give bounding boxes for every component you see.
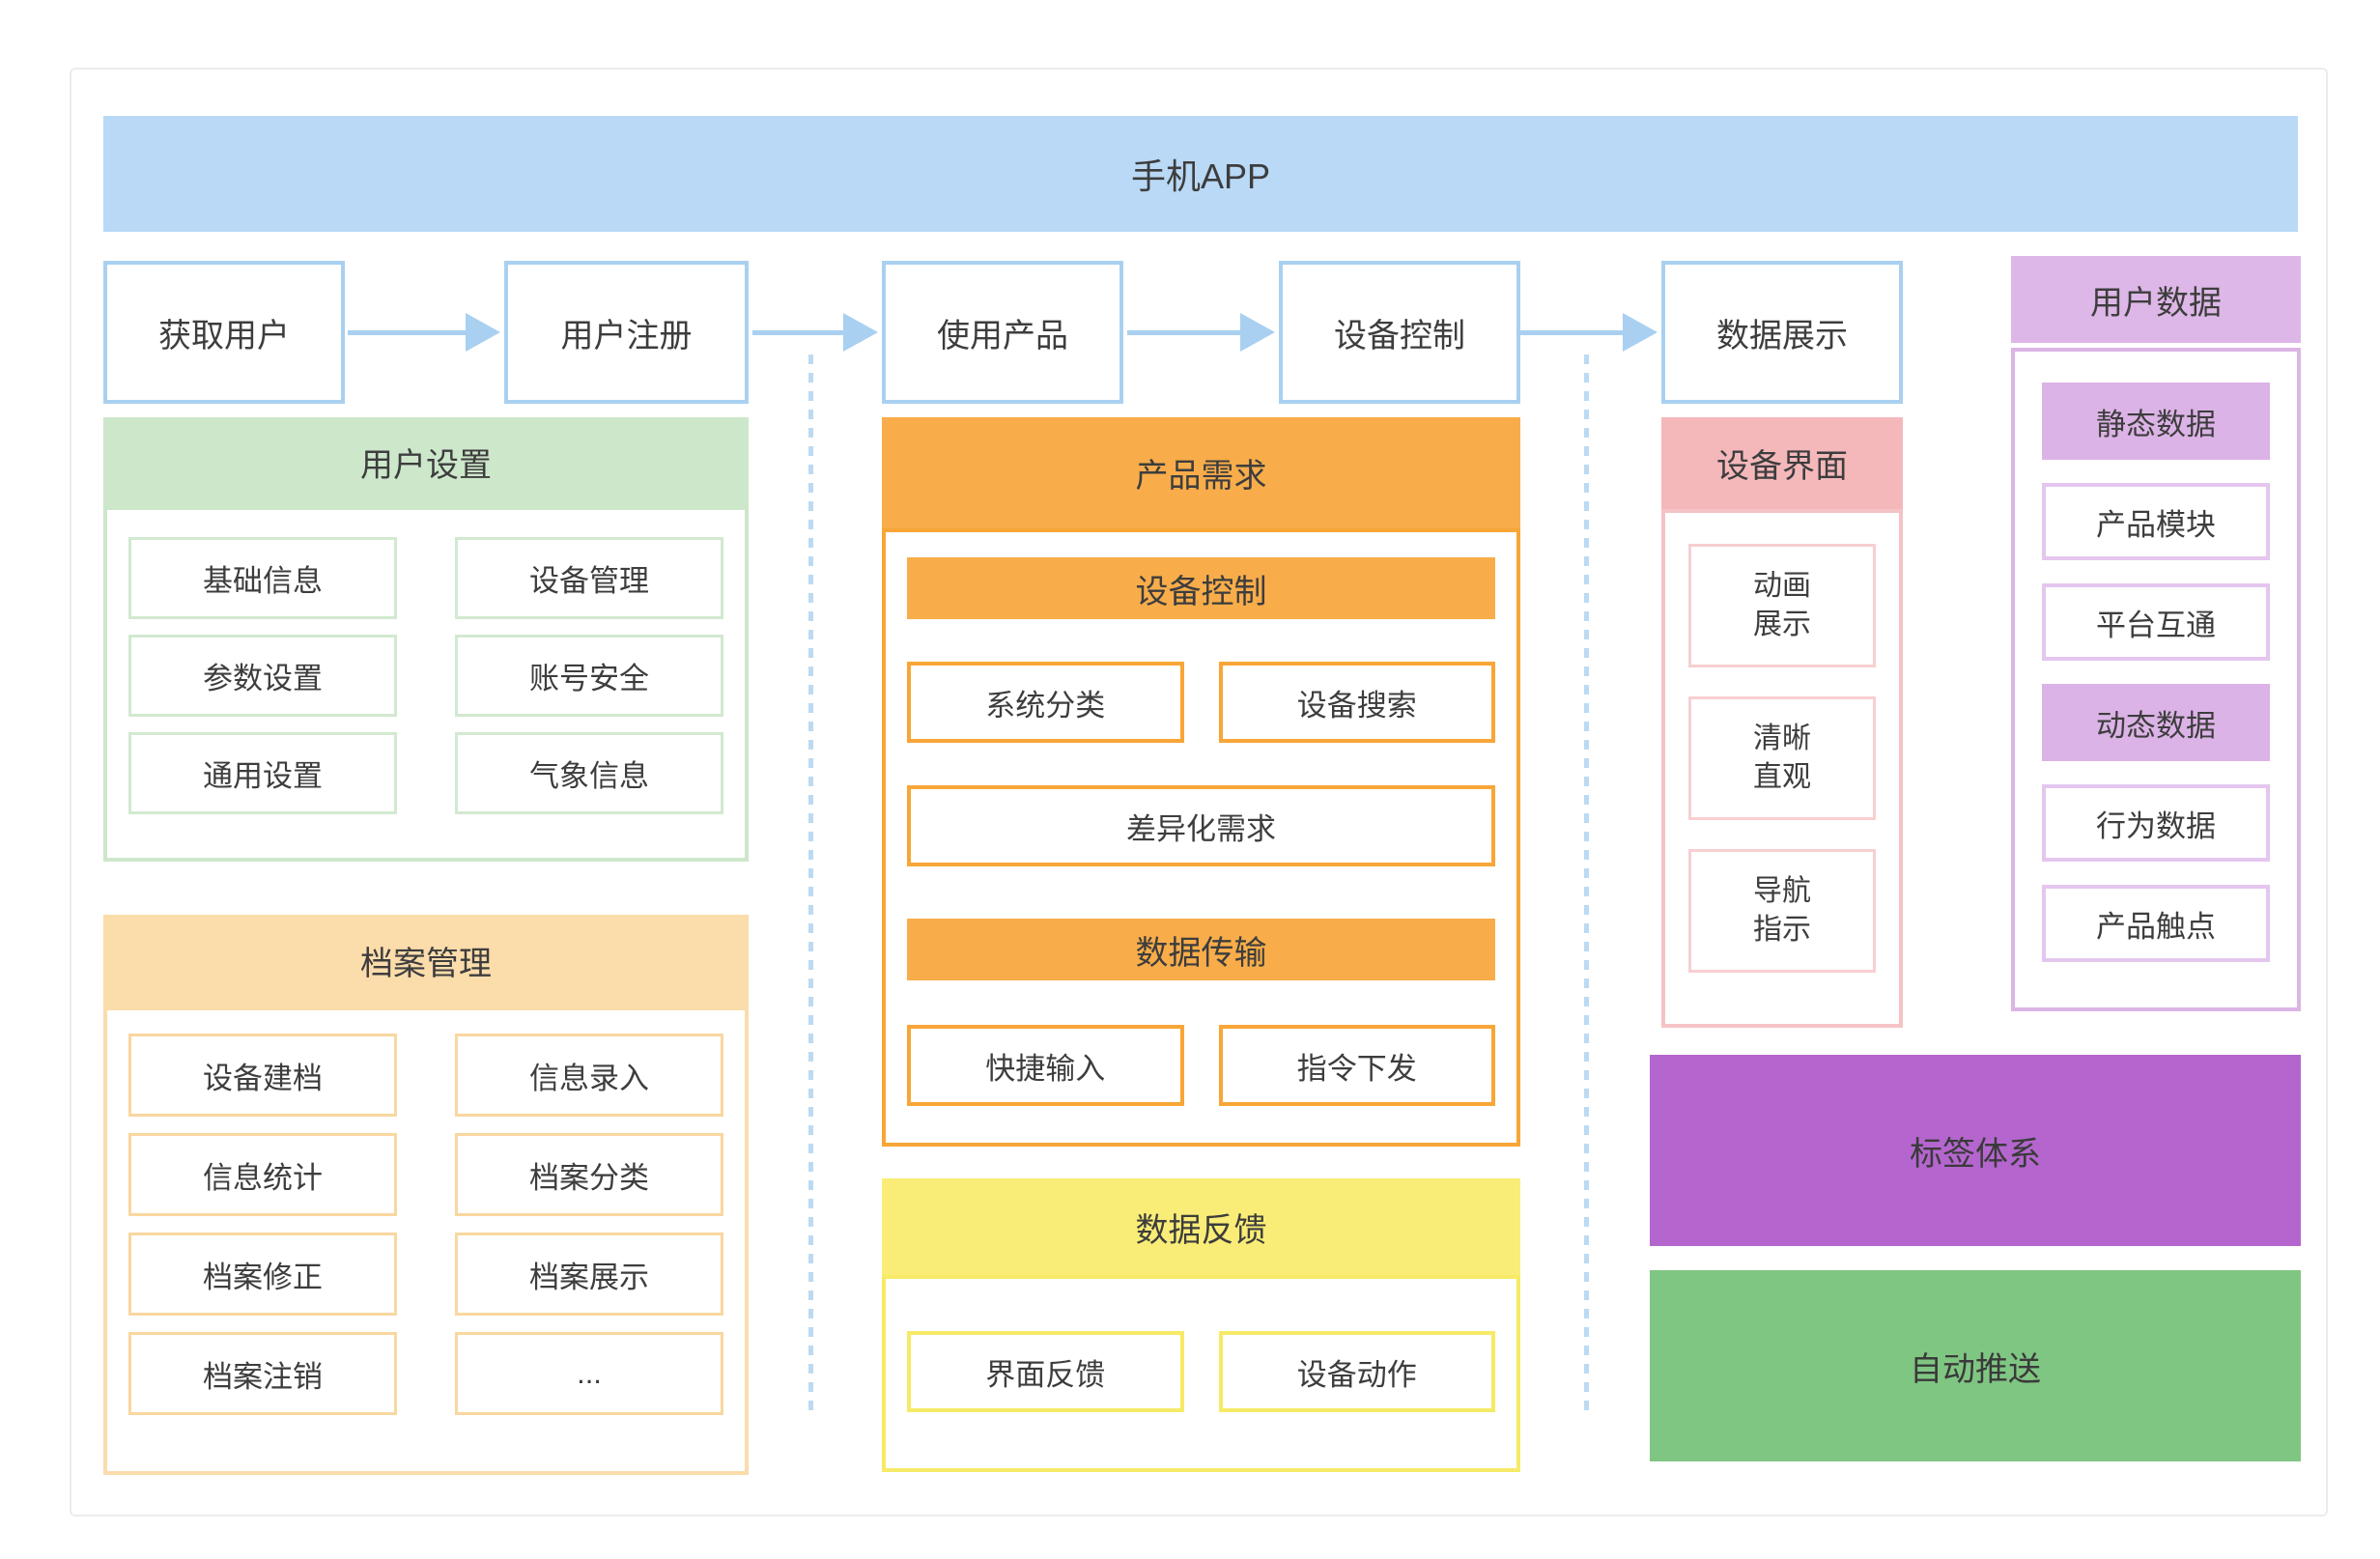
product-subheader-data-transfer: 数据传输 bbox=[907, 919, 1495, 980]
user-data-item: 行为数据 bbox=[2042, 784, 2270, 862]
flow-step-use-product: 使用产品 bbox=[882, 261, 1123, 404]
archive-item: 信息录入 bbox=[455, 1034, 723, 1117]
user-settings-item: 账号安全 bbox=[455, 635, 723, 717]
product-row: 快捷输入 指令下发 bbox=[907, 1025, 1495, 1106]
product-row: 系统分类 设备搜索 bbox=[907, 662, 1495, 743]
section-archive-body: 设备建档 信息录入 信息统计 档案分类 档案修正 档案展示 档案注销 ... bbox=[103, 1006, 749, 1475]
section-device-ui-header: 设备界面 bbox=[1661, 417, 1903, 509]
user-data-item: 平台互通 bbox=[2042, 583, 2270, 661]
product-item: 系统分类 bbox=[907, 662, 1184, 743]
archive-item: ... bbox=[455, 1332, 723, 1415]
flow-arrow-icon bbox=[1127, 312, 1275, 353]
archive-item: 档案展示 bbox=[455, 1233, 723, 1316]
archive-item: 档案修正 bbox=[128, 1233, 397, 1316]
feedback-item: 设备动作 bbox=[1218, 1331, 1495, 1412]
user-settings-item: 基础信息 bbox=[128, 537, 397, 619]
device-ui-item-line: 导航 bbox=[1753, 874, 1811, 907]
section-user-settings-header: 用户设置 bbox=[103, 417, 749, 506]
feedback-item: 界面反馈 bbox=[907, 1331, 1184, 1412]
user-settings-item: 通用设置 bbox=[128, 732, 397, 814]
feedback-row: 界面反馈 设备动作 bbox=[907, 1331, 1495, 1412]
auto-push-bar: 自动推送 bbox=[1650, 1270, 2301, 1461]
device-ui-item-line: 动画 bbox=[1753, 569, 1811, 602]
flow-step-acquire-user: 获取用户 bbox=[103, 261, 345, 404]
archive-item: 信息统计 bbox=[128, 1133, 397, 1216]
diagram-card: 手机APP 获取用户 用户注册 使用产品 设备控制 数据展示 用户设置 基础信息… bbox=[70, 68, 2328, 1516]
product-item: 指令下发 bbox=[1218, 1025, 1495, 1106]
section-product-body: 设备控制 系统分类 设备搜索 差异化需求 数据传输 快捷输入 指令下发 bbox=[882, 528, 1520, 1147]
product-item: 设备搜索 bbox=[1218, 662, 1495, 743]
tag-system-bar: 标签体系 bbox=[1650, 1055, 2301, 1246]
user-settings-item: 气象信息 bbox=[455, 732, 723, 814]
product-item-wide: 差异化需求 bbox=[907, 785, 1495, 866]
flow-arrow-icon bbox=[348, 312, 500, 353]
section-user-data-body: 静态数据 产品模块 平台互通 动态数据 行为数据 产品触点 bbox=[2011, 348, 2301, 1011]
section-product-header: 产品需求 bbox=[882, 417, 1520, 528]
archive-item: 档案注销 bbox=[128, 1332, 397, 1415]
product-row: 差异化需求 bbox=[907, 785, 1495, 866]
user-data-item-static: 静态数据 bbox=[2042, 383, 2270, 460]
section-feedback-body: 界面反馈 设备动作 bbox=[882, 1275, 1520, 1472]
flow-step-device-control: 设备控制 bbox=[1279, 261, 1520, 404]
section-device-ui-body: 动画 展示 清晰 直观 导航 指示 bbox=[1661, 509, 1903, 1028]
archive-item: 档案分类 bbox=[455, 1133, 723, 1216]
section-archive-header: 档案管理 bbox=[103, 915, 749, 1006]
section-user-settings-body: 基础信息 设备管理 参数设置 账号安全 通用设置 气象信息 bbox=[103, 506, 749, 862]
dashed-divider bbox=[1584, 354, 1589, 1410]
product-subheader-device-control: 设备控制 bbox=[907, 557, 1495, 619]
user-settings-item: 设备管理 bbox=[455, 537, 723, 619]
flow-arrow-icon bbox=[752, 312, 878, 353]
dashed-divider bbox=[808, 354, 813, 1410]
device-ui-item: 清晰 直观 bbox=[1688, 696, 1876, 820]
flow-step-data-display: 数据展示 bbox=[1661, 261, 1903, 404]
archive-item: 设备建档 bbox=[128, 1034, 397, 1117]
app-banner: 手机APP bbox=[103, 116, 2298, 232]
user-data-item: 产品触点 bbox=[2042, 885, 2270, 962]
section-feedback-header: 数据反馈 bbox=[882, 1178, 1520, 1275]
device-ui-item: 导航 指示 bbox=[1688, 849, 1876, 973]
device-ui-item: 动画 展示 bbox=[1688, 544, 1876, 667]
flow-step-user-register: 用户注册 bbox=[504, 261, 749, 404]
user-data-item-dynamic: 动态数据 bbox=[2042, 684, 2270, 761]
device-ui-item-line: 指示 bbox=[1753, 914, 1811, 946]
product-item: 快捷输入 bbox=[907, 1025, 1184, 1106]
device-ui-item-line: 展示 bbox=[1753, 609, 1811, 640]
user-data-item: 产品模块 bbox=[2042, 483, 2270, 560]
device-ui-item-line: 直观 bbox=[1753, 761, 1811, 793]
section-user-data-header: 用户数据 bbox=[2011, 256, 2301, 343]
flow-arrow-icon bbox=[1520, 312, 1658, 353]
device-ui-item-line: 清晰 bbox=[1753, 722, 1811, 754]
user-settings-item: 参数设置 bbox=[128, 635, 397, 717]
